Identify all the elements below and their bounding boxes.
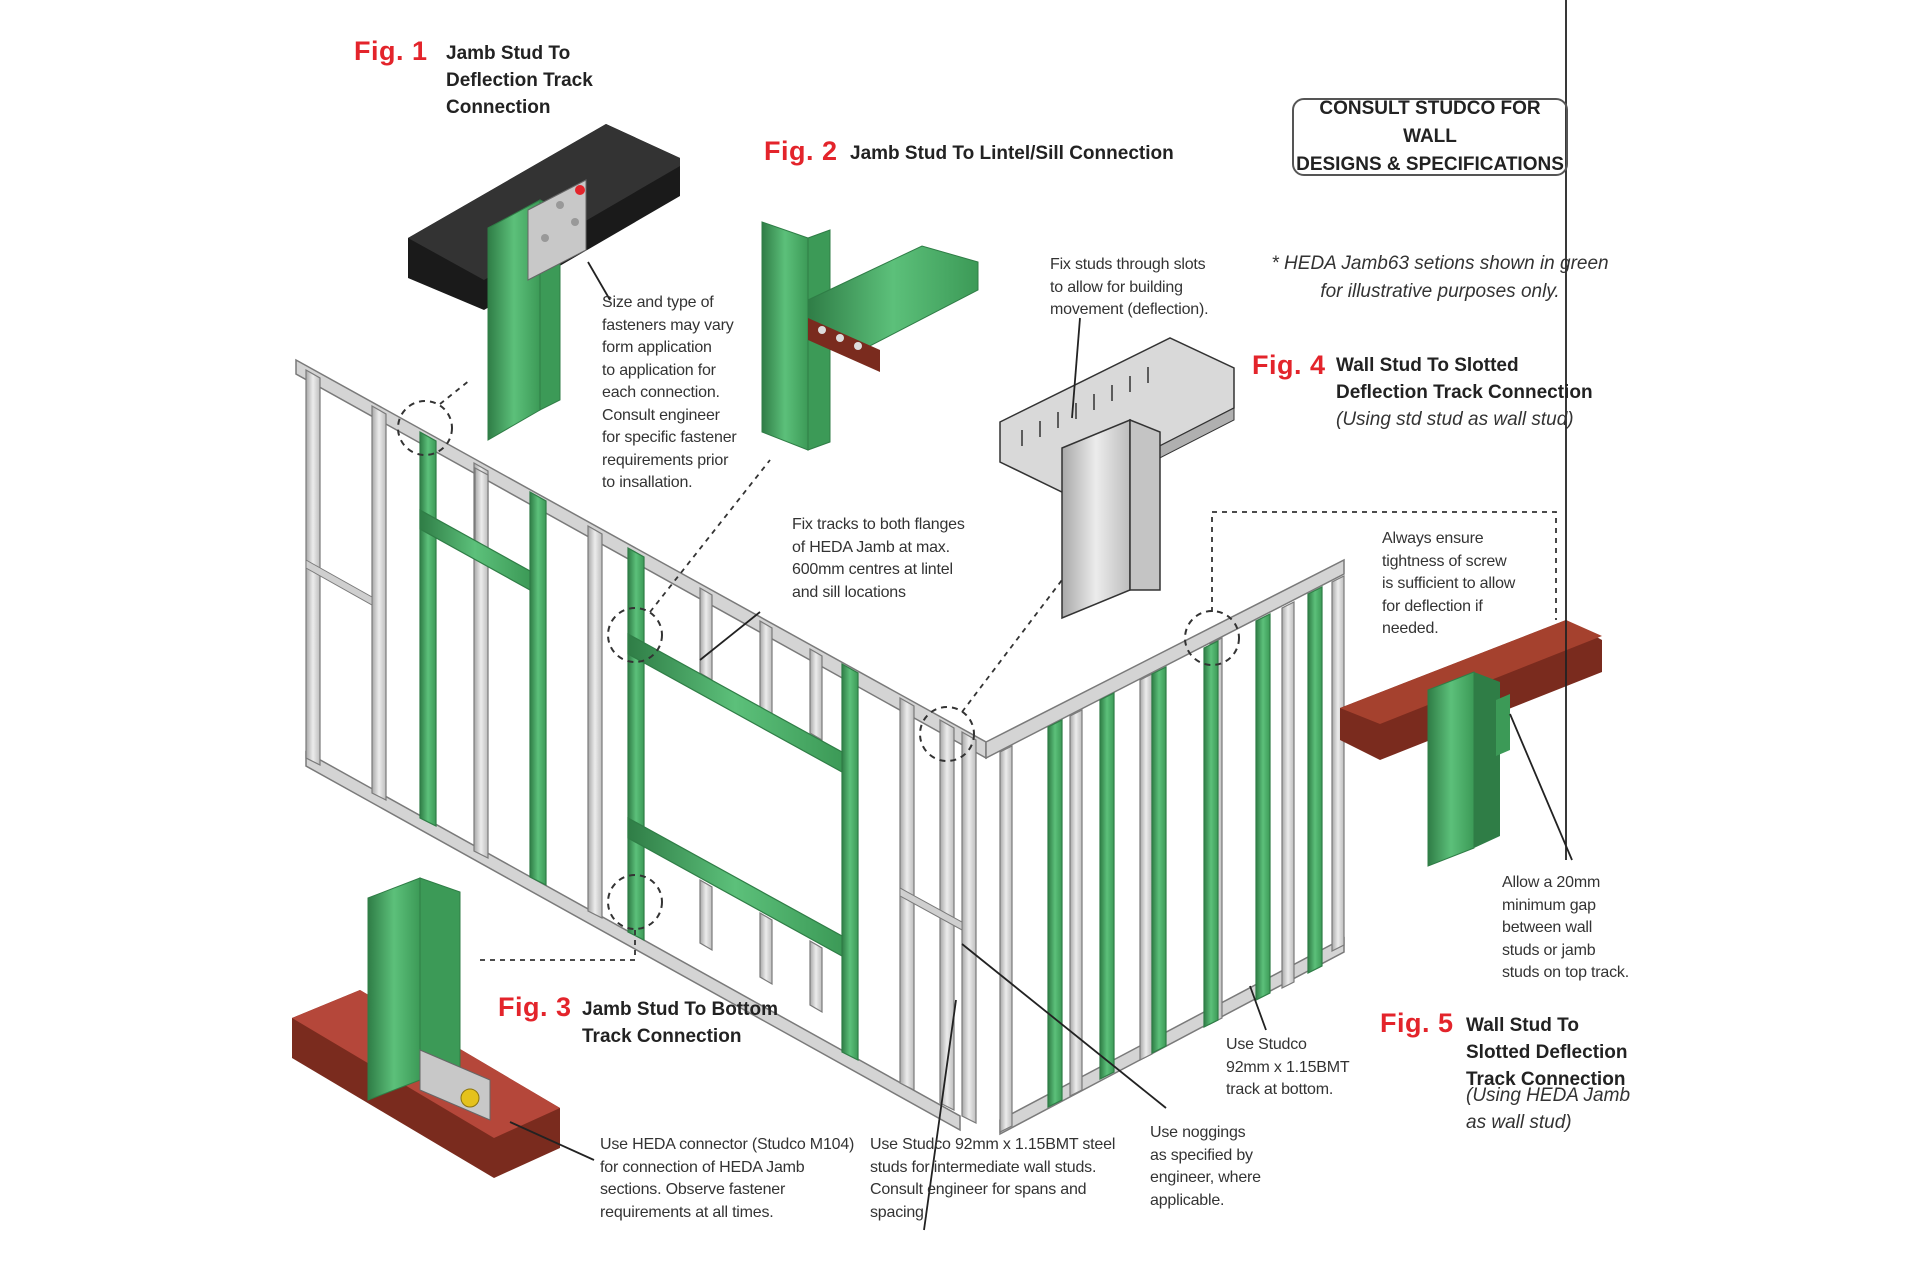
noggings-left	[305, 559, 963, 931]
fig3-illustration	[292, 877, 560, 1178]
fig5-subtitle: (Using HEDA Jamb as wall stud)	[1466, 1085, 1631, 1133]
fig5-number: Fig. 5	[1380, 1008, 1454, 1038]
main-wall-right	[985, 558, 1345, 1136]
consult-box: CONSULT STUDCO FOR WALL DESIGNS & SPECIF…	[1292, 98, 1568, 176]
note-bottom-track: Use Studco 92mm x 1.15BMT track at botto…	[1226, 1036, 1350, 1098]
window-lintel	[627, 632, 843, 774]
fig2-title: Jamb Stud To Lintel/Sill Connection	[850, 143, 1174, 164]
fig5-title: Wall Stud To Slotted Deflection Track Co…	[1466, 1015, 1628, 1090]
fig4-subtitle: (Using std stud as wall stud)	[1336, 409, 1574, 430]
note-fix-tracks: Fix tracks to both flanges of HEDA Jamb …	[792, 516, 965, 601]
wall-right-top-track	[985, 558, 1345, 760]
note-tightness: Always ensure tightness of screw is suff…	[1382, 530, 1516, 637]
fig4-title: Wall Stud To Slotted Deflection Track Co…	[1336, 355, 1593, 403]
fig3-title: Jamb Stud To Bottom Track Connection	[582, 999, 778, 1047]
fig2-illustration	[761, 221, 979, 451]
illustrative-note: * HEDA Jamb63 setions shown in green for…	[1271, 253, 1609, 302]
note-gap: Allow a 20mm minimum gap between wall st…	[1502, 874, 1629, 981]
note-heda-connector: Use HEDA connector (Studco M104) for con…	[600, 1136, 855, 1221]
note-noggings: Use noggings as specified by engineer, w…	[1150, 1124, 1261, 1209]
fig1-illustration	[408, 124, 680, 441]
fig1-number: Fig. 1	[354, 36, 428, 66]
door-header	[419, 508, 531, 592]
window-cripple-studs	[699, 586, 823, 1014]
window-sill	[627, 816, 843, 958]
note-fix-studs-slots: Fix studs through slots to allow for bui…	[1050, 256, 1209, 318]
fig3-number: Fig. 3	[498, 992, 572, 1022]
detail-leaders	[439, 379, 1557, 961]
main-wall-left	[295, 358, 987, 1132]
note-fasteners: Size and type of fasteners may vary form…	[602, 294, 737, 491]
note-intermediate-studs: Use Studco 92mm x 1.15BMT steel studs fo…	[870, 1136, 1116, 1221]
wall-bottom-track	[305, 750, 961, 1132]
fig2-number: Fig. 2	[764, 136, 838, 166]
fig4-number: Fig. 4	[1252, 350, 1326, 380]
fig4-illustration	[999, 337, 1235, 620]
fig5-illustration	[1340, 620, 1602, 867]
fig1-title: Jamb Stud To Deflection Track Connection	[446, 43, 593, 118]
heda-jambs-right	[1047, 586, 1323, 1108]
